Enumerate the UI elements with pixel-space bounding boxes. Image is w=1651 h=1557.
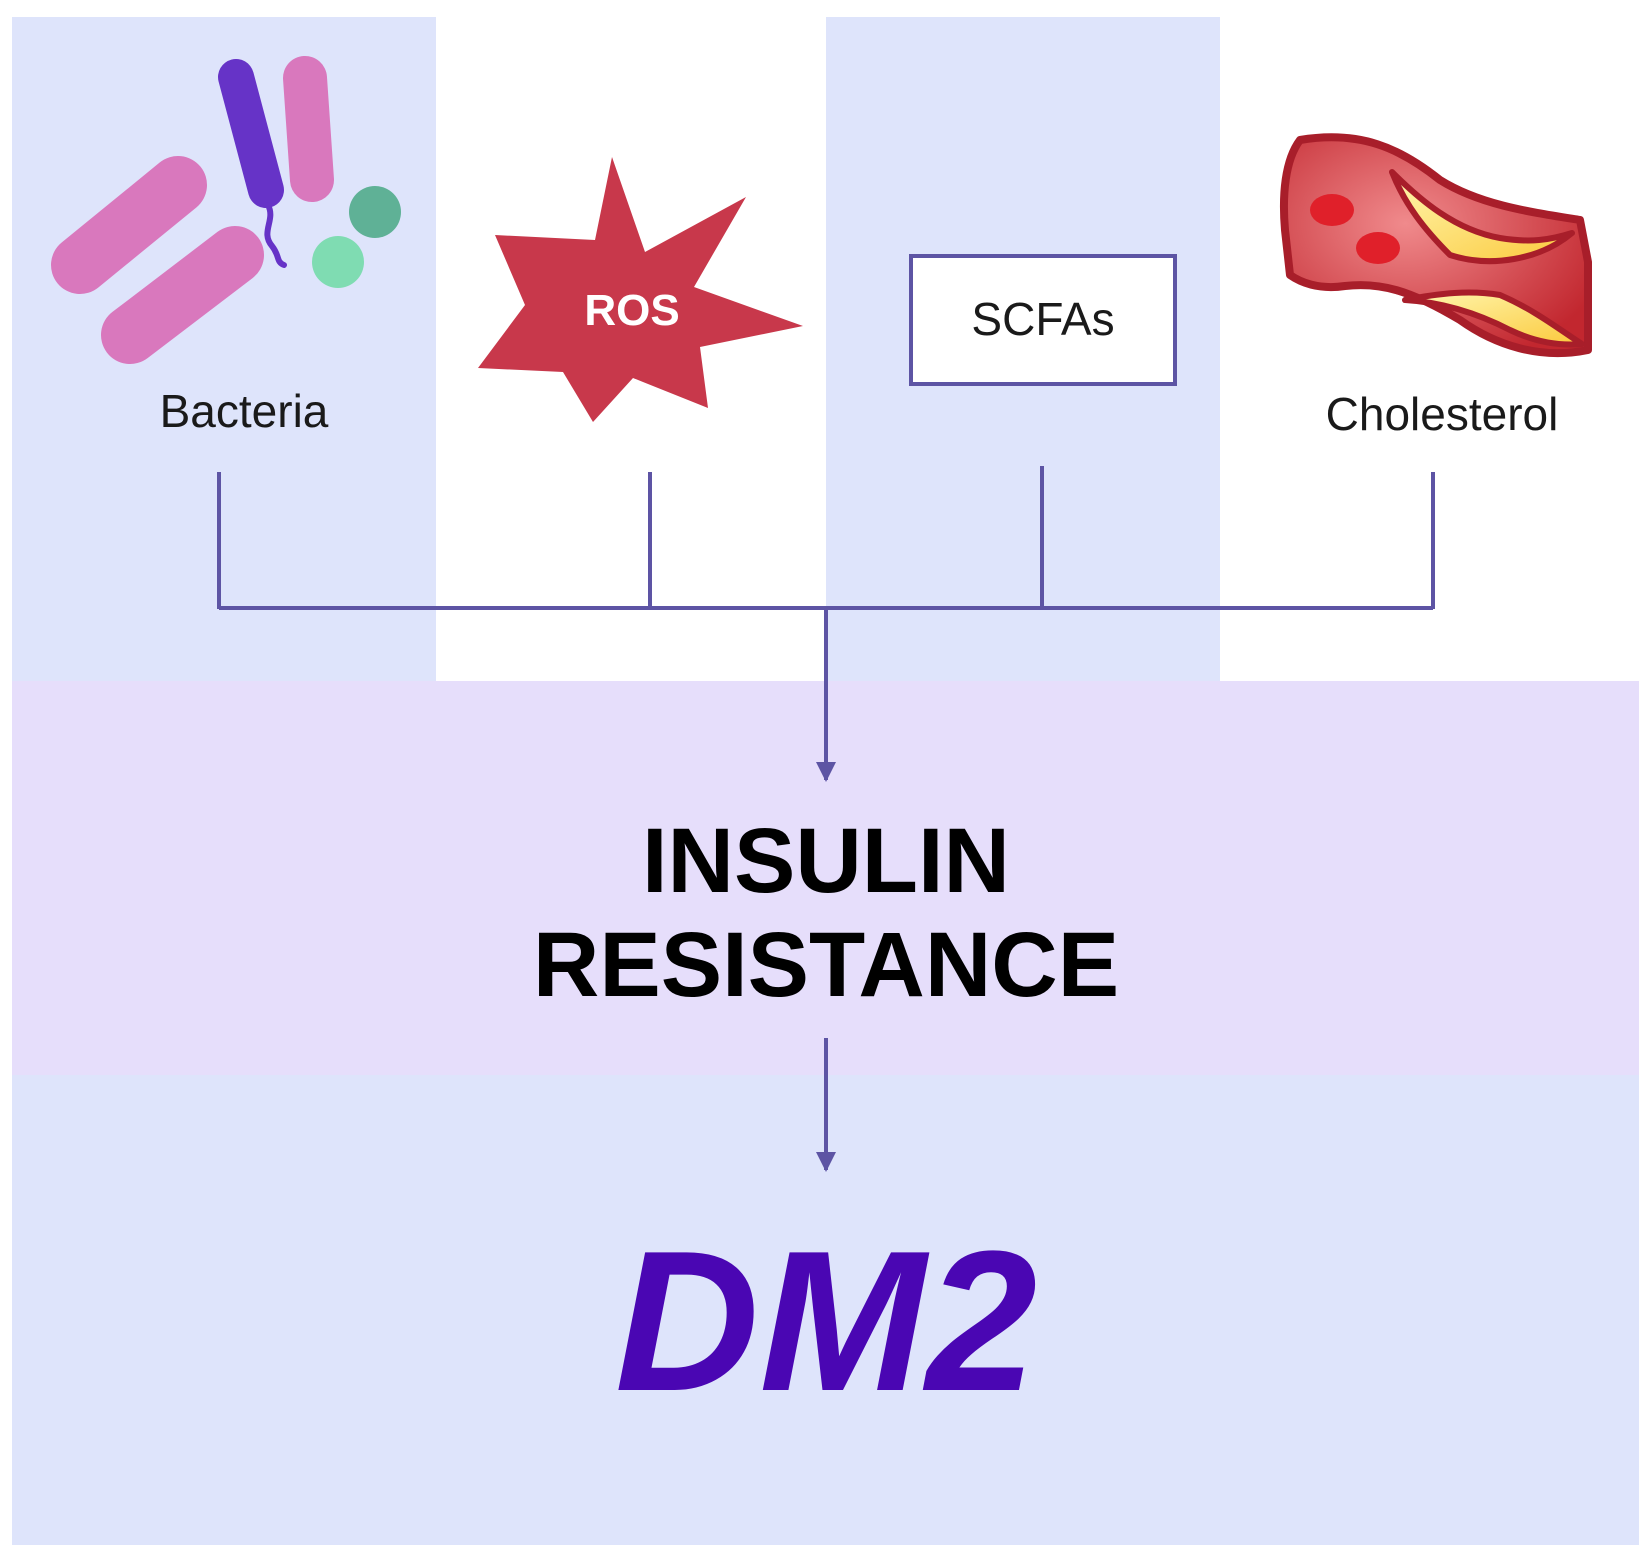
scfas-label: SCFAs <box>971 293 1114 345</box>
insulin-resistance-line2: RESISTANCE <box>533 914 1119 1016</box>
ros-starburst-icon <box>478 157 803 422</box>
scfas-box <box>909 254 1177 386</box>
cholesterol-label: Cholesterol <box>1326 388 1559 440</box>
column-panel-1 <box>12 17 436 681</box>
dm2-label: DM2 <box>615 1210 1037 1433</box>
bacteria-icon <box>51 56 401 364</box>
blood-vessel-plaque-icon <box>1279 133 1592 358</box>
insulin-resistance-line1: INSULIN <box>642 810 1010 912</box>
bacteria-label: Bacteria <box>160 385 329 437</box>
ros-label: ROS <box>584 286 679 335</box>
